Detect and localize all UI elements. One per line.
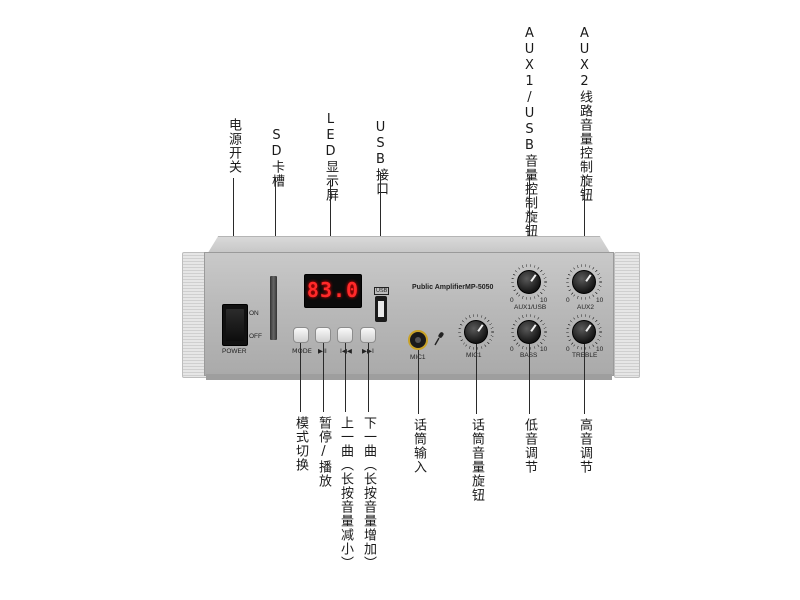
left-rack-ear: [182, 252, 208, 378]
mic1-jack-label: MIC1: [410, 354, 426, 361]
mic-input-jack[interactable]: [408, 330, 428, 350]
power-switch[interactable]: [222, 304, 248, 346]
callout-sd-slot: SD卡槽: [269, 128, 284, 188]
callout-mic-volume: 话筒音量旋钮: [469, 418, 484, 502]
microphone-icon: [434, 332, 444, 346]
aux2-label: AUX2: [577, 304, 594, 311]
product-name: Public Amplifier: [412, 284, 466, 291]
callout-led-display: LED显示屏: [323, 112, 338, 202]
leader-next: [368, 343, 369, 412]
leader-led: [330, 180, 331, 274]
callout-mode-switch: 模式切换: [293, 416, 308, 472]
leader-mic-volume: [476, 344, 477, 414]
bass-label: BASS: [520, 352, 537, 359]
callout-prev-track: 上一曲（长按音量减小）: [338, 416, 353, 570]
power-off-label: OFF: [249, 333, 262, 340]
usb-badge: USB: [374, 287, 390, 295]
bass-scale-min: 0: [510, 346, 514, 353]
aux1-volume-knob[interactable]: [517, 270, 541, 294]
bass-scale-max: 10: [540, 346, 548, 353]
callout-aux2-volume: AUX2线路音量控制旋钮: [577, 26, 592, 202]
callout-power-switch: 电源开关: [226, 118, 241, 174]
treble-scale-max: 10: [596, 346, 604, 353]
treble-scale-min: 0: [566, 346, 570, 353]
play-pause-icon: ▶II: [318, 347, 327, 355]
aux1-scale-min: 0: [510, 297, 514, 304]
sd-card-slot[interactable]: [270, 276, 277, 340]
mode-label: MODE: [292, 347, 312, 355]
callout-aux1-volume: AUX1/USB音量控制旋钮: [522, 26, 537, 238]
aux1-scale-max: 10: [540, 297, 548, 304]
callout-usb-port: USB接口: [373, 120, 388, 196]
leader-mode: [300, 343, 301, 412]
model-number: MP-5050: [465, 284, 494, 291]
callout-treble: 高音调节: [577, 418, 592, 474]
leader-aux1: [529, 176, 530, 272]
aux2-scale-min: 0: [566, 297, 570, 304]
next-track-icon: ▶▶I: [362, 347, 374, 355]
leader-treble: [584, 344, 585, 414]
leader-prev: [345, 343, 346, 412]
callout-pause-play: 暂停/播放: [316, 416, 331, 488]
callout-mic-input: 话筒输入: [411, 418, 426, 474]
chassis-bottom: [206, 374, 612, 380]
next-track-button[interactable]: [360, 327, 376, 343]
usb-port[interactable]: [375, 296, 387, 322]
leader-mic-input: [418, 350, 419, 414]
mic1-volume-knob[interactable]: [464, 320, 488, 344]
bass-knob[interactable]: [517, 320, 541, 344]
leader-play-pause: [323, 343, 324, 412]
front-panel: [204, 252, 614, 376]
callout-bass: 低音调节: [522, 418, 537, 474]
aux2-volume-knob[interactable]: [572, 270, 596, 294]
prev-track-button[interactable]: [337, 327, 353, 343]
power-on-label: ON: [249, 310, 259, 317]
leader-bass: [529, 344, 530, 414]
leader-usb: [380, 172, 381, 284]
aux2-scale-max: 10: [596, 297, 604, 304]
led-readout: 83.0: [306, 278, 360, 302]
leader-sd: [275, 178, 276, 276]
led-display: 83.0: [304, 274, 362, 308]
power-label: POWER: [222, 348, 247, 355]
play-pause-button[interactable]: [315, 327, 331, 343]
mic1-knob-label: MIC1: [466, 352, 482, 359]
aux1-label: AUX1/USB: [514, 304, 547, 311]
treble-knob[interactable]: [572, 320, 596, 344]
leader-aux2: [584, 176, 585, 270]
callout-next-track: 下一曲（长按音量增加）: [361, 416, 376, 570]
right-rack-ear: [614, 252, 640, 378]
mode-button[interactable]: [293, 327, 309, 343]
